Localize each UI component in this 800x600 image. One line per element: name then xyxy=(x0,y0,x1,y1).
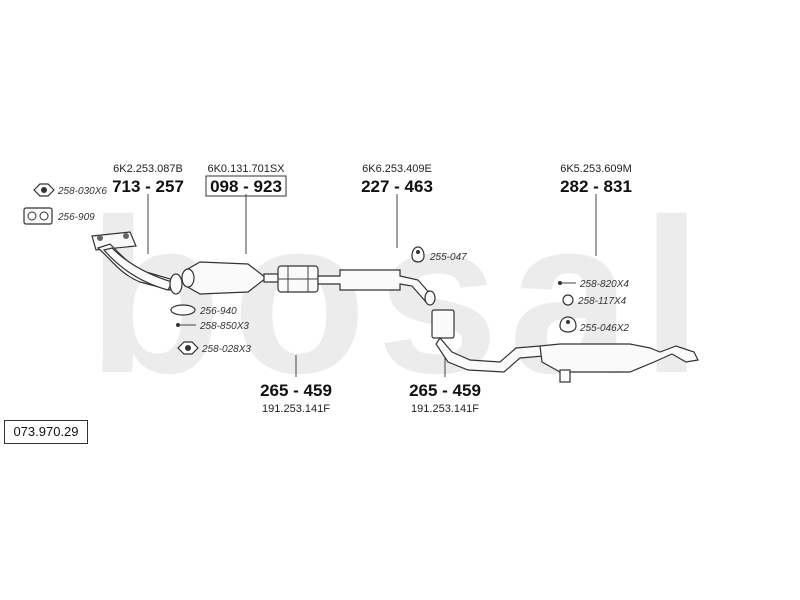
fitting-code: 255-047 xyxy=(429,252,467,263)
rubber-mount-icon xyxy=(411,246,425,263)
part-number: 265 - 459 xyxy=(260,381,332,400)
nut-icon xyxy=(33,183,55,197)
watermark-logo: bosal xyxy=(88,173,713,419)
oem-number: 191.253.141F xyxy=(262,403,330,415)
rubber-mount-icon xyxy=(559,316,577,333)
highlight-box xyxy=(205,175,287,197)
ring-icon xyxy=(562,294,574,306)
oem-number: 6K6.253.409E xyxy=(362,163,432,175)
bolt-icon xyxy=(176,323,196,327)
part-number: 713 - 257 xyxy=(112,177,184,196)
reference-number: 073.970.29 xyxy=(4,420,88,444)
exhaust-manifold xyxy=(91,231,183,295)
gasket-icon xyxy=(23,207,53,225)
part-number: 227 - 463 xyxy=(361,177,433,196)
fitting-code: 255-046X2 xyxy=(579,323,629,334)
oem-number: 191.253.141F xyxy=(411,403,479,415)
pipe-clamp xyxy=(277,265,319,293)
oem-number: 6K5.253.609M xyxy=(560,163,632,175)
fitting-code: 258-030X6 xyxy=(57,186,107,197)
part-number: 098 - 923 xyxy=(210,177,282,196)
fitting-code: 258-820X4 xyxy=(579,279,629,290)
rear-silencer xyxy=(539,343,699,383)
fitting-code: 256-940 xyxy=(199,306,237,317)
fitting-code: 258-028X3 xyxy=(201,344,251,355)
fitting-code: 258-117X4 xyxy=(577,296,627,307)
part-number: 282 - 831 xyxy=(560,177,632,196)
nut-icon xyxy=(177,341,199,355)
oem-number: 6K0.131.701SX xyxy=(207,163,285,175)
bolt-icon xyxy=(558,281,576,285)
front-silencer xyxy=(317,269,436,306)
ring-gasket-icon xyxy=(170,304,196,316)
part-number: 265 - 459 xyxy=(409,381,481,400)
oem-number: 6K2.253.087B xyxy=(113,163,183,175)
catalytic-converter xyxy=(181,261,279,295)
fitting-code: 256-909 xyxy=(57,212,95,223)
fitting-code: 258-850X3 xyxy=(199,321,249,332)
